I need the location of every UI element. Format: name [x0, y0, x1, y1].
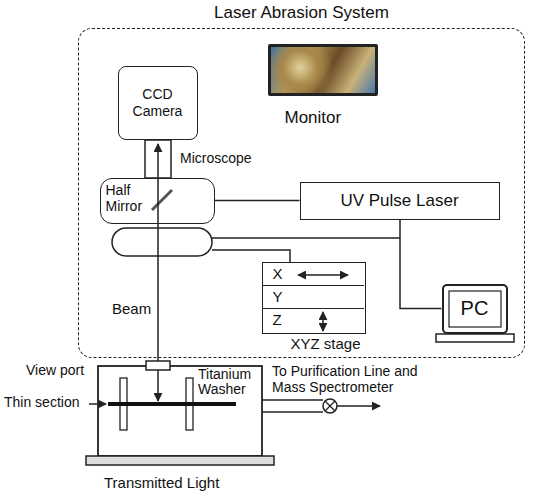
connector-line: [215, 200, 300, 202]
outlet-pipe: [262, 411, 323, 413]
stage-mount: [212, 250, 290, 262]
node-text: PC: [461, 297, 489, 320]
beam-label: Beam: [112, 300, 151, 317]
part-label: Thin section: [4, 394, 79, 410]
label-slot: Microscope: [180, 150, 252, 166]
node-text: X: [273, 265, 283, 282]
node-text: CCD Camera: [127, 86, 189, 118]
stage-axis-row: X: [263, 263, 364, 286]
half-mirror-box: Half Mirror: [100, 178, 215, 224]
valve-symbol: [325, 401, 335, 411]
node-text: Y: [273, 288, 283, 305]
monitor-screen: Monitor: [268, 44, 378, 96]
half-mirror-plate: [152, 190, 172, 210]
xyz-stage: XYZ stageXYZ: [262, 262, 366, 334]
pc-monitor: PC: [442, 284, 508, 334]
base-plate: [86, 456, 274, 465]
label-slot: View port: [26, 362, 84, 378]
label-slot: Thin section: [4, 394, 79, 410]
pointer-arrow: [89, 403, 106, 405]
node-text: XYZ stage: [291, 335, 393, 352]
part-label: Transmitted Light: [104, 474, 219, 491]
label-slot: Transmitted Light: [104, 474, 219, 491]
part-label: Microscope: [180, 150, 252, 166]
part-label: View port: [26, 362, 84, 378]
node-text: Half Mirror: [106, 182, 156, 214]
laser-box: UV Pulse Laser: [300, 182, 500, 220]
control-wire: [212, 237, 400, 239]
x-axis-arrow: [298, 274, 348, 276]
sample-chamber: [98, 366, 262, 456]
pc-screen: [449, 291, 501, 327]
part-label: Titanium Washer: [198, 367, 260, 397]
view-port-window: [146, 361, 170, 370]
connector-line: [400, 220, 442, 309]
node-text: Z: [273, 311, 282, 328]
valve-symbol: [325, 401, 335, 411]
node-text: Monitor: [285, 108, 389, 128]
camera-box: CCD Camera: [118, 66, 198, 140]
outlet-arrow: [337, 405, 380, 407]
label-slot: To Purification Line and Mass Spectromet…: [272, 363, 452, 395]
pc-keyboard: [436, 334, 514, 342]
node-text: UV Pulse Laser: [340, 191, 458, 211]
label-slot: Beam: [112, 300, 151, 317]
label-slot: Titanium Washer: [198, 367, 260, 397]
stage-axis-row: Y: [263, 286, 364, 309]
thin-section-slab: [108, 402, 236, 406]
destination-note: To Purification Line and Mass Spectromet…: [272, 363, 452, 395]
valve-symbol: [323, 399, 337, 413]
outlet-pipe: [262, 399, 323, 401]
objective-lens: [112, 228, 212, 256]
stage-axis-row: Z: [263, 309, 364, 332]
node-text: Laser Abrasion System: [79, 3, 524, 23]
z-axis-arrow: [322, 312, 324, 331]
